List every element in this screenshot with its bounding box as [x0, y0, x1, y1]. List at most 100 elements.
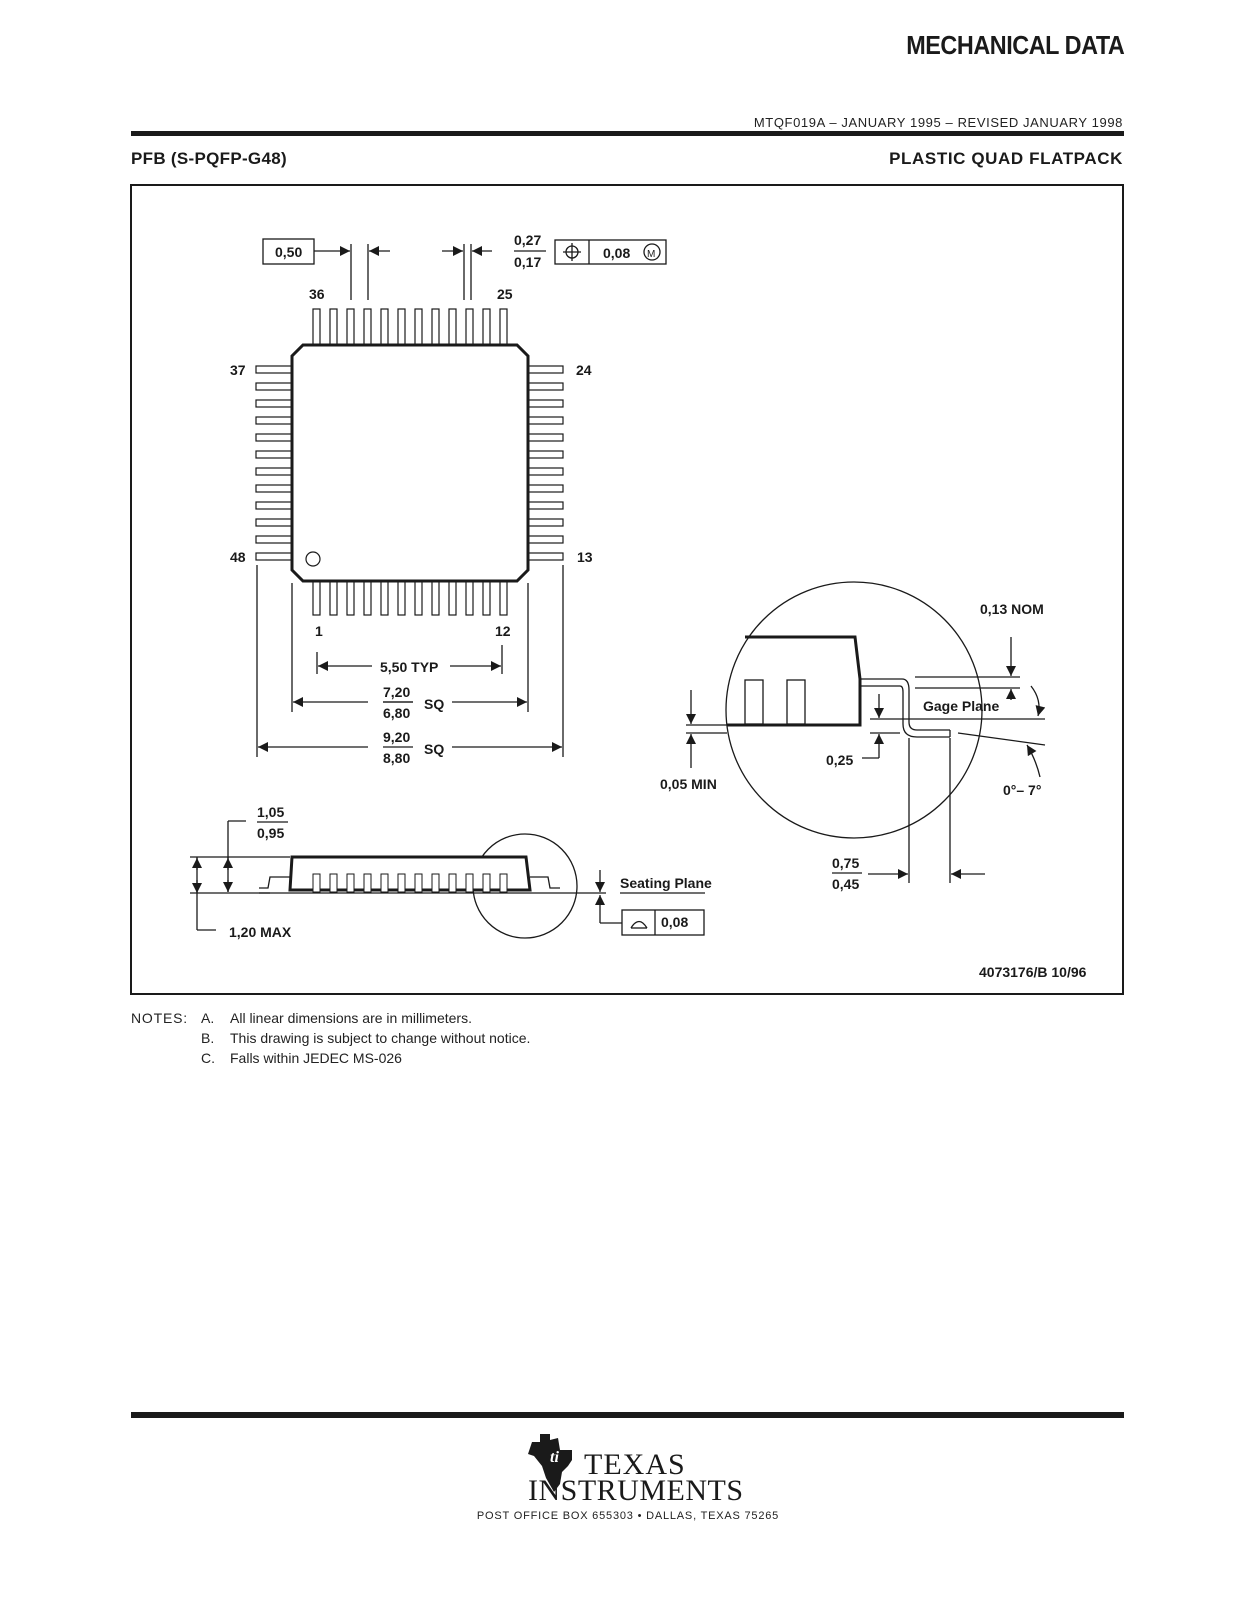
package-lead	[482, 308, 491, 346]
note-letter: B.	[201, 1030, 215, 1046]
page-title: MECHANICAL DATA	[905, 30, 1125, 60]
package-lead	[255, 501, 293, 510]
package-lead	[482, 580, 491, 616]
package-lead	[346, 308, 355, 346]
package-lead	[414, 308, 423, 346]
overall-square-label: SQ	[424, 741, 444, 757]
note-a: NOTES: A. All linear dimensions are in m…	[131, 1008, 530, 1028]
document-reference: MTQF019A – JANUARY 1995 – REVISED JANUAR…	[753, 115, 1123, 130]
max-height-label: 1,20 MAX	[229, 924, 292, 940]
package-leads	[255, 308, 564, 616]
gage-plane-label: Gage Plane	[923, 698, 999, 714]
package-lead	[380, 580, 389, 616]
package-lead	[397, 580, 406, 616]
body-max-label: 7,20	[383, 684, 410, 700]
package-lead	[255, 433, 293, 442]
address-city: DALLAS, TEXAS 75265	[646, 1510, 780, 1522]
package-lead	[346, 580, 355, 616]
pin-12-label: 12	[495, 623, 511, 639]
package-lead	[527, 484, 564, 493]
side-lead	[482, 873, 491, 893]
package-lead	[255, 484, 293, 493]
mmc-symbol: M	[647, 249, 655, 260]
package-lead	[255, 450, 293, 459]
pin-13-label: 13	[577, 549, 593, 565]
package-lead	[414, 580, 423, 616]
package-lead	[527, 535, 564, 544]
package-lead	[255, 399, 293, 408]
package-lead	[312, 580, 321, 616]
address-po-box: POST OFFICE BOX 655303	[476, 1510, 634, 1522]
note-text: Falls within JEDEC MS-026	[230, 1050, 402, 1066]
pin-37-label: 37	[230, 362, 246, 378]
note-b: B. This drawing is subject to change wit…	[131, 1028, 530, 1048]
package-lead	[255, 467, 293, 476]
logo-texas-text: TEXAS	[584, 1448, 686, 1481]
package-lead	[527, 382, 564, 391]
address-bullet: •	[637, 1510, 643, 1522]
package-lead	[255, 535, 293, 544]
side-lead	[448, 873, 457, 893]
package-lead	[329, 580, 338, 616]
note-text: All linear dimensions are in millimeters…	[230, 1010, 472, 1026]
side-lead	[431, 873, 440, 893]
package-lead	[527, 433, 564, 442]
package-lead	[255, 552, 293, 561]
side-view-leads	[312, 873, 508, 893]
standoff-label: 0,05 MIN	[660, 776, 717, 792]
body-height-min-label: 0,95	[257, 825, 284, 841]
pin-1-label: 1	[315, 623, 323, 639]
footer-address: POST OFFICE BOX 655303 • DALLAS, TEXAS 7…	[0, 1510, 1237, 1522]
package-lead	[499, 308, 508, 346]
bottom-rule	[131, 1412, 1124, 1418]
package-lead	[527, 501, 564, 510]
nominal-thickness-label: 0,13 NOM	[980, 601, 1044, 617]
overall-max-label: 9,20	[383, 729, 410, 745]
package-type: PLASTIC QUAD FLATPACK	[889, 149, 1123, 168]
package-lead	[448, 308, 457, 346]
package-lead	[499, 580, 508, 616]
package-lead	[527, 416, 564, 425]
side-view-body	[288, 855, 532, 892]
side-lead	[465, 873, 474, 893]
svg-text:ti: ti	[550, 1449, 559, 1466]
package-lead	[363, 580, 372, 616]
package-lead	[312, 308, 321, 346]
package-lead	[465, 580, 474, 616]
seating-plane-label: Seating Plane	[620, 875, 712, 891]
foot-length-min-label: 0,45	[832, 876, 859, 892]
package-code: PFB (S-PQFP-G48)	[131, 149, 287, 168]
body-height-max-label: 1,05	[257, 804, 284, 820]
overall-min-label: 8,80	[383, 750, 410, 766]
package-lead	[431, 580, 440, 616]
top-rule	[131, 131, 1124, 136]
body-min-label: 6,80	[383, 705, 410, 721]
package-lead	[527, 450, 564, 459]
package-lead	[527, 518, 564, 527]
package-lead	[448, 580, 457, 616]
drawing-frame	[130, 184, 1124, 995]
package-lead	[255, 382, 293, 391]
note-text: This drawing is subject to change withou…	[230, 1030, 531, 1046]
package-body	[290, 343, 530, 583]
package-lead	[363, 308, 372, 346]
package-lead	[527, 552, 564, 561]
foot-length-max-label: 0,75	[832, 855, 859, 871]
package-lead	[380, 308, 389, 346]
side-lead	[397, 873, 406, 893]
side-lead	[380, 873, 389, 893]
package-lead	[255, 416, 293, 425]
typical-span-label: 5,50 TYP	[380, 659, 438, 675]
package-lead	[527, 467, 564, 476]
note-letter: A.	[201, 1010, 215, 1026]
package-lead	[465, 308, 474, 346]
position-tolerance-label: 0,08	[603, 245, 630, 261]
side-lead	[346, 873, 355, 893]
side-lead	[312, 873, 321, 893]
package-lead	[329, 308, 338, 346]
note-c: C. Falls within JEDEC MS-026	[131, 1048, 530, 1068]
angle-label: 0°– 7°	[1003, 782, 1041, 798]
package-lead	[527, 365, 564, 374]
coplanarity-label: 0,08	[661, 914, 688, 930]
